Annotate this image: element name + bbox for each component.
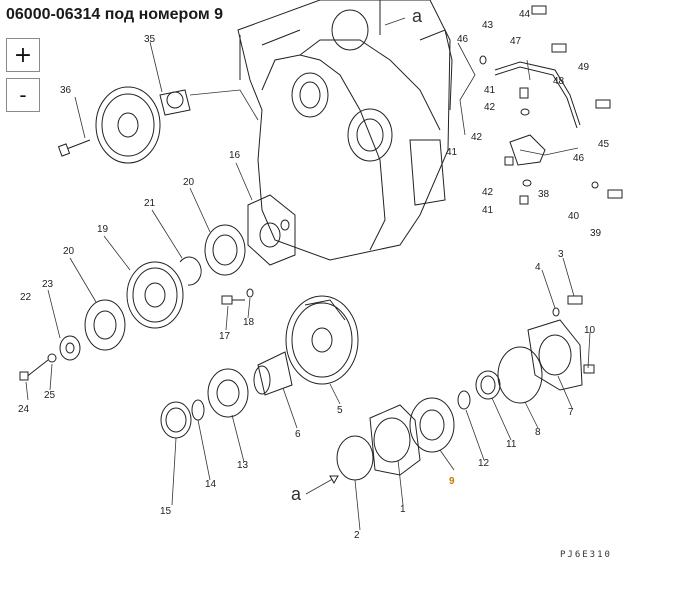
part-label-1: 1	[400, 504, 406, 515]
drawing-code: PJ6E310	[560, 550, 612, 560]
flywheel	[57, 86, 259, 164]
part-label-35: 35	[144, 34, 156, 45]
gear-5	[285, 295, 359, 385]
bearing-group-lower-right	[336, 319, 583, 481]
part-labels: 36 35 16 20 21 19 20 23 22 24 25 17 18 5…	[18, 9, 610, 541]
part-label-19: 19	[97, 224, 109, 235]
part-label-18: 18	[243, 317, 255, 328]
housing	[237, 0, 453, 261]
part-label-7: 7	[568, 407, 574, 418]
part-label-42c: 42	[482, 187, 494, 198]
leader-lines	[25, 41, 591, 531]
part-label-10: 10	[584, 325, 596, 336]
arrow-marks: a a	[291, 6, 423, 504]
part-label-13: 13	[237, 460, 249, 471]
zoom-out-button[interactable]: -	[6, 78, 40, 112]
part-label-12: 12	[478, 458, 490, 469]
part-label-14: 14	[205, 479, 217, 490]
part-label-20b: 20	[63, 246, 75, 257]
zoom-in-button[interactable]: +	[6, 38, 40, 72]
part-label-11: 11	[506, 439, 517, 450]
part-label-36: 36	[60, 85, 72, 96]
bearing-group-upper	[19, 224, 246, 381]
part-label-2: 2	[354, 530, 360, 541]
part-label-41b: 41	[446, 147, 458, 158]
pump	[247, 194, 296, 266]
part-label-46b: 46	[573, 153, 585, 164]
part-label-47: 47	[510, 36, 522, 47]
part-label-8: 8	[535, 427, 541, 438]
part-label-21: 21	[144, 198, 156, 209]
part-label-4: 4	[535, 262, 541, 273]
part-label-17: 17	[219, 331, 231, 342]
part-label-20a: 20	[183, 177, 195, 188]
part-label-42b: 42	[471, 132, 483, 143]
part-label-16: 16	[229, 150, 241, 161]
part-label-48: 48	[553, 76, 565, 87]
part-label-49: 49	[578, 62, 590, 73]
upper-right-fittings	[479, 5, 623, 205]
part-label-3: 3	[558, 249, 564, 260]
part-label-9-highlighted: 9	[449, 476, 455, 487]
part-label-24: 24	[18, 404, 30, 415]
page-title: 06000-06314 под номером 9	[6, 6, 224, 23]
shaft-6	[253, 351, 293, 396]
part-label-43: 43	[482, 20, 494, 31]
part-label-22: 22	[20, 292, 32, 303]
part-label-39: 39	[590, 228, 602, 239]
bolt-17-18	[221, 288, 254, 305]
part-label-6: 6	[295, 429, 301, 440]
part-label-15: 15	[160, 506, 172, 517]
part-label-40: 40	[568, 211, 580, 222]
arrow-mark-label-top: a	[412, 6, 423, 26]
part-label-23: 23	[42, 279, 54, 290]
part-label-42a: 42	[484, 102, 496, 113]
part-label-5: 5	[337, 405, 343, 416]
part-label-46a: 46	[457, 34, 469, 45]
part-label-41a: 41	[484, 85, 496, 96]
bolts-3-4-10	[552, 295, 595, 374]
part-label-44: 44	[519, 9, 531, 20]
bearing-group-lower-left	[160, 368, 249, 439]
part-label-38: 38	[538, 189, 550, 200]
part-label-41c: 41	[482, 205, 494, 216]
arrow-mark-label: a	[291, 484, 302, 504]
part-label-25: 25	[44, 390, 56, 401]
part-label-45: 45	[598, 139, 610, 150]
